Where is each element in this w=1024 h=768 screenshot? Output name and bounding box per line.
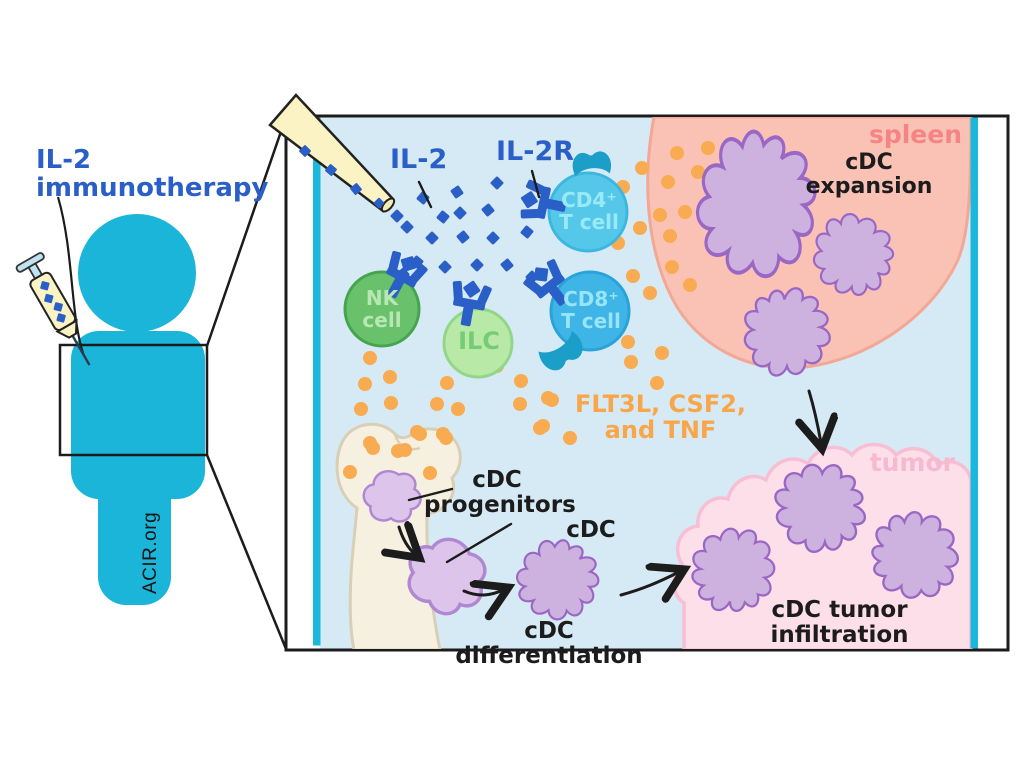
cdc-label: cDC [566, 517, 616, 543]
arrow-infiltration [619, 572, 679, 595]
tumor-label: tumor [869, 448, 955, 477]
zoom-box [58, 343, 209, 457]
vessel-wall-left [313, 117, 321, 646]
vessel-wall-right [970, 117, 978, 649]
injection-pointer-line [56, 196, 86, 357]
cytokines-label: FLT3L, CSF2, and TNF [574, 390, 747, 444]
patient-figure [71, 214, 205, 605]
arrow-progenitor [399, 527, 415, 554]
injection-label: IL-2 immunotherapy [36, 145, 269, 204]
nk-cell-shape [343, 270, 421, 348]
nk-cell-label: NK cell [362, 286, 402, 332]
progenitor-pointer-line-1 [407, 487, 454, 502]
progenitor-pointer-line-2 [445, 522, 513, 564]
credit-label: ACIR.org [140, 511, 161, 594]
cdc-tumor-infiltration-label: cDC tumor infiltration [770, 597, 909, 648]
arrow-spleen-to-tumor [809, 389, 821, 443]
arrow-differentiation [462, 590, 503, 595]
cd4-cell-shape [547, 171, 629, 253]
spleen-label: spleen [868, 120, 962, 149]
pointer-lines [407, 169, 541, 564]
syringe-icon [15, 252, 91, 366]
cd4-cell-label: CD4⁺ T cell [559, 188, 619, 234]
ilc-cell-label: ILC [458, 327, 500, 355]
process-arrows [399, 389, 821, 595]
cdc-differentiation-label: cDC differentiation [455, 618, 643, 669]
syringe-tip-icon [268, 93, 396, 213]
cdc-progenitors-label: cDC progenitors [424, 467, 576, 518]
cd8-cell-shape [549, 270, 631, 352]
callout-lines [205, 116, 288, 650]
il2r-pointer-line [530, 169, 541, 199]
il2-pointer-line [417, 180, 433, 209]
il2r-label: IL-2R [496, 136, 575, 167]
cd8-cell-label: CD8⁺ T cell [561, 287, 621, 333]
il2-label: IL-2 [390, 144, 448, 175]
cdc-expansion-label: cDC expansion [805, 150, 933, 199]
il2-molecules [390, 176, 539, 284]
